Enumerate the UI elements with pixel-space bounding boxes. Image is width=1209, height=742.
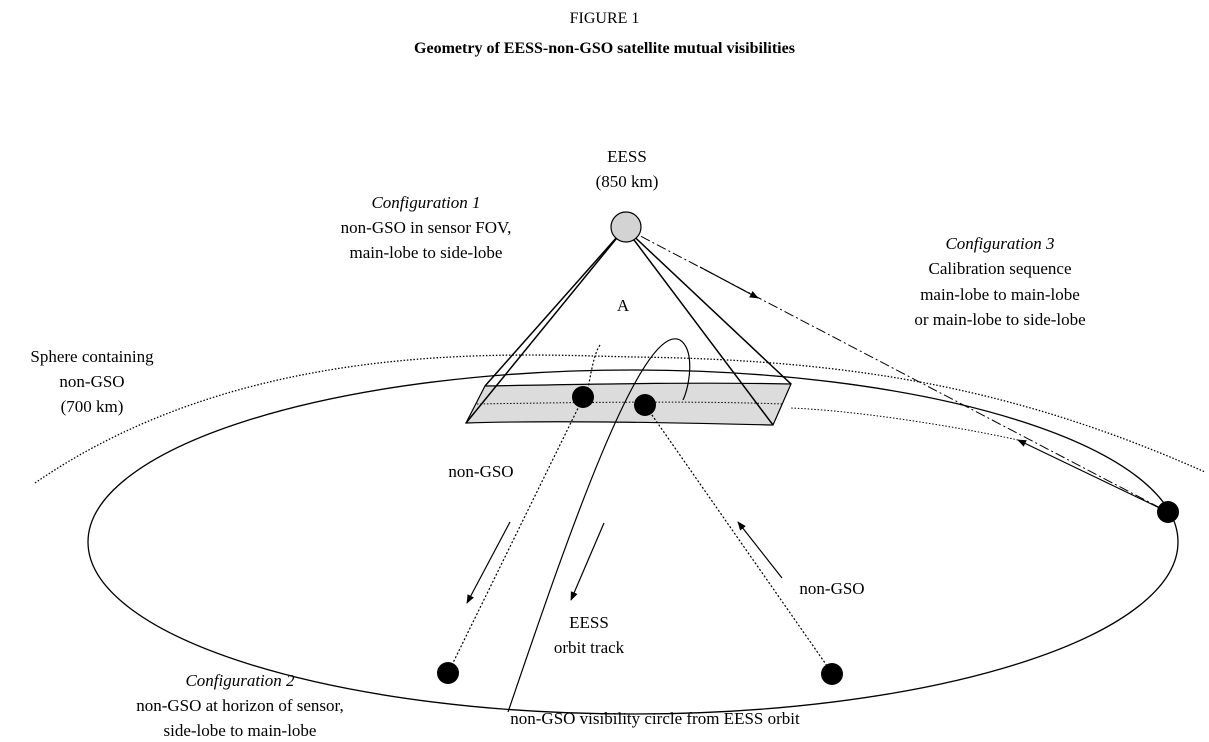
config3-title: Configuration 3 — [945, 234, 1054, 253]
config2-title: Configuration 2 — [185, 671, 295, 690]
line-of-sight-right — [644, 404, 833, 674]
eess-name-label: EESS — [607, 147, 647, 166]
config1-line2: main-lobe to side-lobe — [350, 243, 503, 262]
nongso-arrow-right — [737, 521, 783, 579]
sphere-label-line2: non-GSO — [59, 372, 124, 391]
sphere-label-line1: Sphere containing — [30, 347, 154, 366]
config1-title: Configuration 1 — [371, 193, 480, 212]
swath-center-line — [476, 401, 784, 405]
calibration-arrow — [699, 266, 759, 299]
eess-track-arrow — [570, 522, 605, 601]
config3-line2: main-lobe to main-lobe — [920, 285, 1080, 304]
eess-track-label-line2: orbit track — [554, 638, 625, 657]
nongso-path-right-dotted — [789, 407, 1019, 441]
nongso-path-right — [1017, 439, 1169, 513]
eess-orbit-track — [507, 338, 691, 713]
nongso-arrow-left — [466, 521, 511, 604]
nongso-satellite-horizon-right — [821, 663, 843, 685]
config3-line1: Calibration sequence — [928, 259, 1071, 278]
figure-label: FIGURE 1 — [569, 10, 640, 27]
config2-line1: non-GSO at horizon of sensor, — [136, 696, 344, 715]
sphere-label-line3: (700 km) — [61, 397, 124, 416]
sensor-beam-cone — [465, 227, 792, 426]
point-a-label: A — [617, 296, 630, 315]
config2-line2: side-lobe to main-lobe — [164, 721, 317, 740]
eess-track-label-line1: EESS — [569, 613, 609, 632]
nongso-label-left: non-GSO — [448, 462, 513, 481]
sphere-arc — [34, 354, 1206, 484]
nongso-satellite-right — [1157, 501, 1179, 523]
nongso-satellite-horizon-left — [437, 662, 459, 684]
sensor-swath-band — [465, 382, 792, 426]
figure-title: Geometry of EESS-non-GSO satellite mutua… — [414, 40, 795, 57]
visibility-circle-label: non-GSO visibility circle from EESS orbi… — [510, 709, 800, 728]
eess-altitude-label: (850 km) — [596, 172, 659, 191]
config1-line1: non-GSO in sensor FOV, — [341, 218, 512, 237]
config3-line3: or main-lobe to side-lobe — [914, 310, 1085, 329]
visibility-circle — [87, 369, 1179, 715]
eess-satellite — [610, 211, 642, 243]
calibration-line-of-sight — [624, 227, 1169, 513]
nongso-satellite-fov-1 — [572, 386, 594, 408]
nongso-satellite-fov-2 — [634, 394, 656, 416]
nongso-label-right: non-GSO — [799, 579, 864, 598]
